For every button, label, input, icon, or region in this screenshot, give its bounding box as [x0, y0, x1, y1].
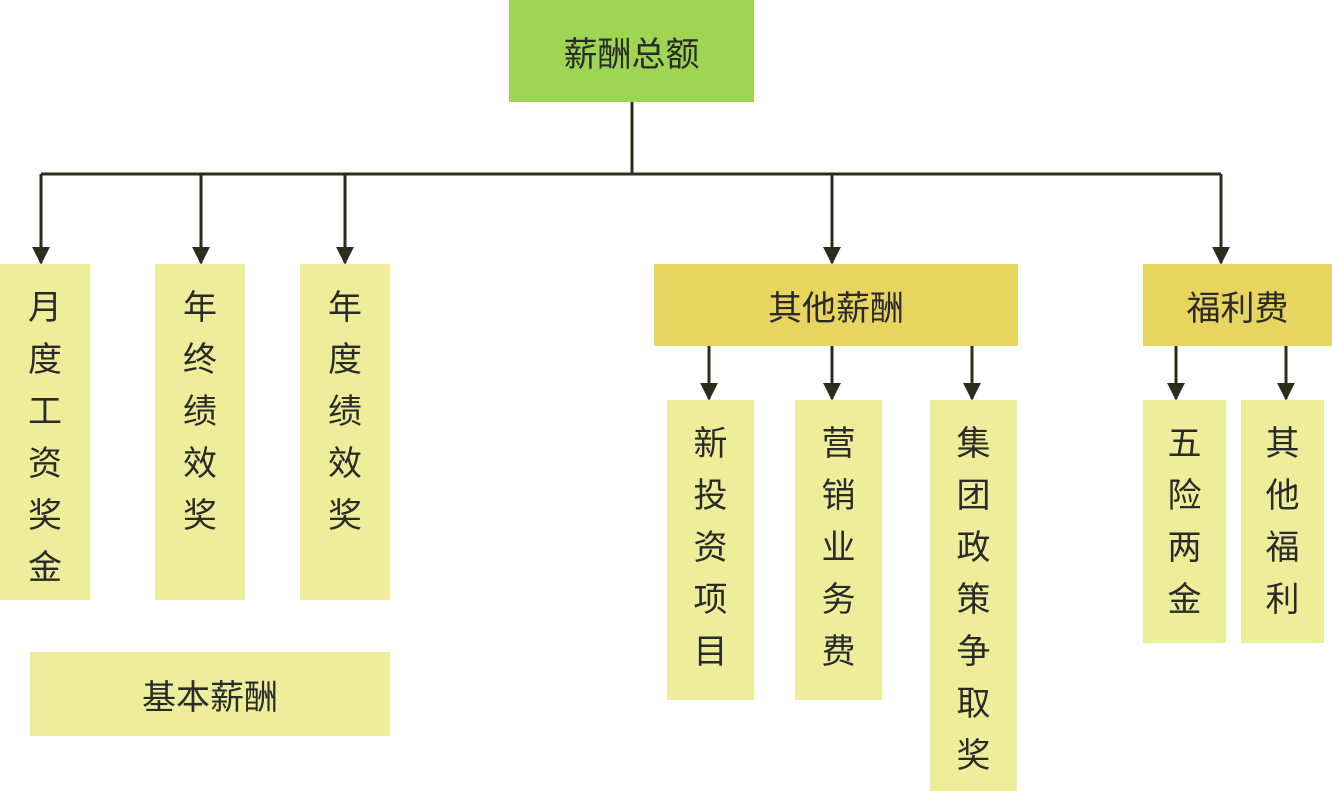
node-char: 取: [956, 684, 991, 724]
node-char: 绩: [183, 392, 217, 432]
node-char: 两: [1167, 528, 1202, 568]
node-char: 费: [821, 632, 856, 672]
node-char: 争: [956, 632, 991, 672]
node-char: 团: [956, 476, 991, 516]
node-char: 新: [693, 424, 728, 464]
node-char: 奖: [28, 496, 62, 536]
node-other-welfare: 其他福利: [1241, 400, 1324, 643]
node-char: 务: [821, 580, 856, 620]
node-char: 五: [1167, 424, 1202, 464]
node-char: 目: [693, 632, 728, 672]
node-char: 福: [1265, 528, 1300, 568]
label-basic-compensation: 基本薪酬: [30, 652, 390, 736]
node-char: 营: [821, 424, 856, 464]
node-char: 其: [1265, 424, 1300, 464]
node-char: 年: [328, 288, 362, 328]
node-char: 效: [183, 444, 217, 484]
node-char: 项: [693, 580, 728, 620]
node-char: 险: [1167, 476, 1202, 516]
node-other-compensation: 其他薪酬: [654, 264, 1018, 346]
node-group-policy-award: 集团政策争取奖: [930, 400, 1017, 791]
node-char: 策: [956, 580, 991, 620]
node-char: 投: [693, 476, 728, 516]
node-annual-performance-bonus: 年度绩效奖: [300, 264, 390, 600]
node-char: 利: [1265, 580, 1300, 620]
node-char: 政: [956, 528, 991, 568]
node-char: 奖: [328, 496, 362, 536]
node-char: 销: [821, 476, 856, 516]
node-new-investment-project: 新投资项目: [667, 400, 754, 700]
node-marketing-business-fee: 营销业务费: [795, 400, 882, 700]
node-monthly-salary-bonus: 月度工资奖金: [0, 264, 90, 600]
node-char: 奖: [956, 736, 991, 776]
node-char: 终: [183, 340, 217, 380]
node-char: 资: [28, 444, 62, 484]
node-char: 年: [183, 288, 217, 328]
node-char: 金: [28, 548, 62, 588]
node-root-total-compensation: 薪酬总额: [509, 0, 754, 102]
node-year-end-performance-bonus: 年终绩效奖: [155, 264, 245, 600]
node-char: 度: [328, 340, 362, 380]
node-char: 业: [821, 528, 856, 568]
node-char: 月: [28, 288, 62, 328]
node-char: 他: [1265, 476, 1300, 516]
node-char: 度: [28, 340, 62, 380]
node-char: 工: [28, 392, 62, 432]
node-char: 资: [693, 528, 728, 568]
node-char: 绩: [328, 392, 362, 432]
node-char: 金: [1167, 580, 1202, 620]
node-char: 奖: [183, 496, 217, 536]
node-welfare-expenses: 福利费: [1143, 264, 1332, 346]
node-char: 集: [956, 424, 991, 464]
node-char: 效: [328, 444, 362, 484]
node-social-insurance-housing-fund: 五险两金: [1143, 400, 1226, 643]
